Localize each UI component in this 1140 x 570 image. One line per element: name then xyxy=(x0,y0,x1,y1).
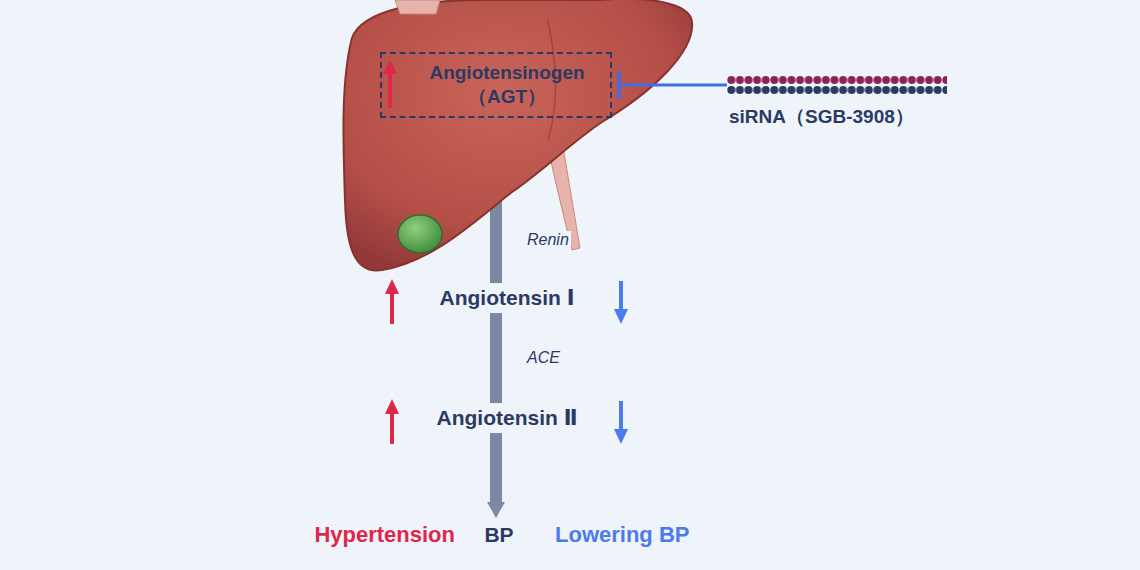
target-label: Angiotensinogen （AGT） xyxy=(422,61,592,109)
vessel xyxy=(395,0,440,14)
step-label: Angiotensin Ⅰ xyxy=(440,286,575,310)
step-label: Angiotensin Ⅱ xyxy=(437,406,578,430)
decrease-arrow xyxy=(614,401,628,444)
inhibition-line xyxy=(619,71,727,99)
increase-arrow xyxy=(385,399,399,444)
pathway-step: Angiotensin Ⅰ xyxy=(432,283,583,313)
effect-label: Lowering BP xyxy=(555,522,689,548)
increase-arrow xyxy=(385,279,399,324)
pathway-bar xyxy=(487,433,505,518)
sirna-duplex xyxy=(727,74,947,96)
target-box: Angiotensinogen （AGT） xyxy=(380,52,612,118)
outcome-node: BP xyxy=(476,520,521,550)
step-label: BP xyxy=(484,523,513,547)
enzyme-label: Renin xyxy=(525,231,571,249)
liver-outline xyxy=(343,0,692,270)
drug-label: siRNA（SGB-3908） xyxy=(727,104,947,130)
pathway-bar xyxy=(496,313,497,403)
sirna-strand: siRNA（SGB-3908） xyxy=(727,74,947,130)
enzyme-label: ACE xyxy=(525,349,562,367)
increase-arrow xyxy=(383,60,397,108)
pathway-step: Angiotensin Ⅱ xyxy=(429,403,586,433)
effect-label: Hypertension xyxy=(314,522,455,548)
gallbladder xyxy=(398,215,442,253)
decrease-arrow xyxy=(614,281,628,324)
